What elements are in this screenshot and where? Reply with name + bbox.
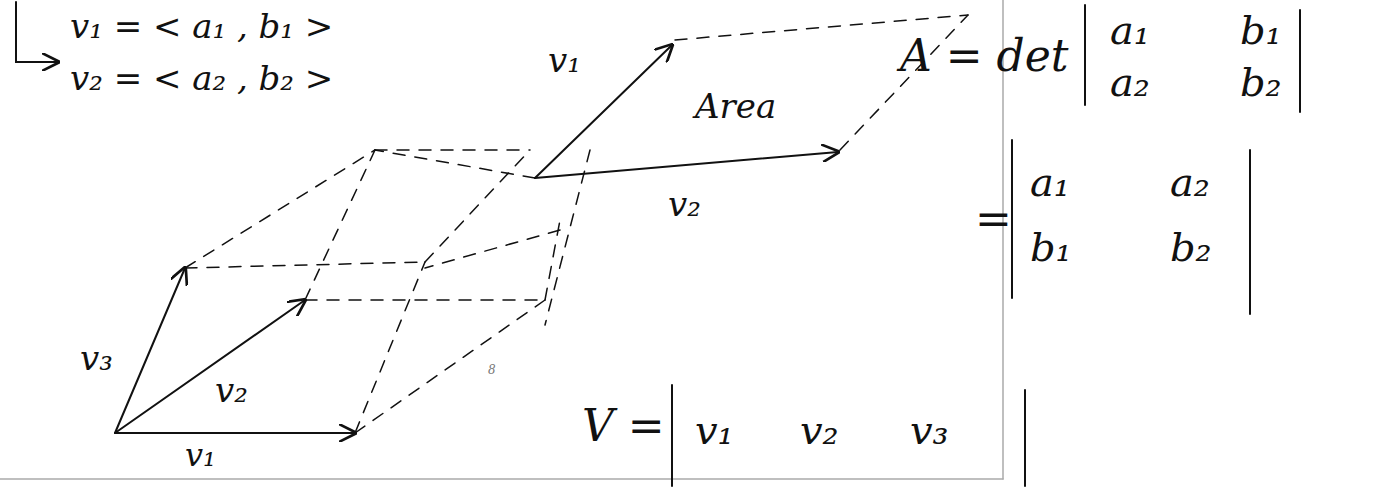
equals-sign: =: [975, 195, 1012, 243]
vector-definition: v₂ = < a₂ , b₂ >: [70, 60, 333, 97]
matrix-entry: a₁: [1110, 8, 1150, 52]
determinant-bar: [1024, 390, 1026, 486]
page-border: [0, 478, 1003, 480]
determinant-bar: [1299, 10, 1301, 112]
area-label: Area: [695, 88, 776, 125]
vector-entry: v₂: [800, 408, 839, 452]
matrix-entry: b₂: [1170, 225, 1212, 269]
formula-text: V =: [582, 402, 665, 450]
vector-arrow: [535, 152, 838, 178]
determinant-bar: [1084, 5, 1086, 105]
determinant-bar: [671, 385, 673, 486]
vector-definition: v₁ = < a₁ , b₁ >: [70, 8, 333, 45]
vector-entry: v₁: [695, 408, 734, 452]
determinant-bar: [1249, 150, 1251, 314]
matrix-entry: a₂: [1110, 60, 1150, 104]
matrix-entry: b₂: [1240, 60, 1282, 104]
vector-label: v₁: [548, 42, 581, 79]
vector-label: v₂: [215, 372, 248, 409]
page-number: 8: [488, 364, 496, 377]
matrix-entry: b₁: [1240, 8, 1282, 52]
vector-label: v₃: [80, 340, 113, 377]
vector-entry: v₃: [910, 408, 949, 452]
dashed-edges: [375, 15, 968, 325]
parallelepiped-edges: [185, 150, 560, 433]
matrix-entry: a₂: [1170, 160, 1210, 204]
vector-label: v₁: [185, 438, 216, 473]
vector-arrow: [115, 268, 185, 433]
matrix-entry: a₁: [1030, 160, 1070, 204]
vector-arrow: [115, 432, 355, 434]
bullet-arrow: [16, 2, 58, 62]
vector-label: v₂: [668, 186, 701, 223]
matrix-entry: b₁: [1030, 225, 1072, 269]
formula-text: A = det: [900, 32, 1069, 80]
